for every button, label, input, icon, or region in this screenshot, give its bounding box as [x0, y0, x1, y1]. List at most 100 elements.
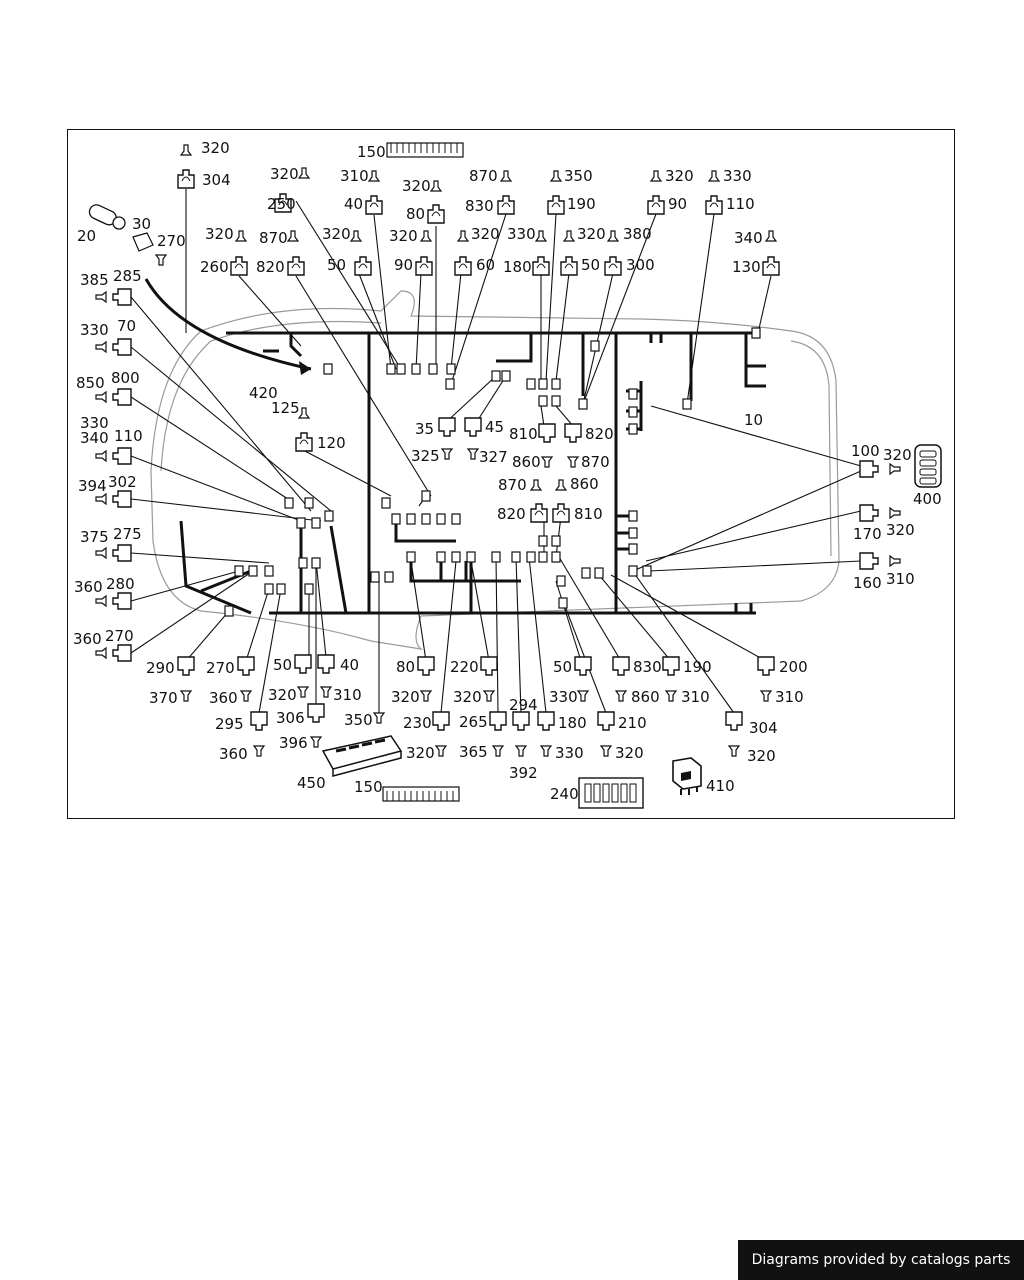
ground-lead-arrow — [144, 278, 312, 371]
label-350: 350 — [344, 711, 373, 729]
label-170: 170 — [853, 525, 882, 543]
label-375: 375 — [80, 528, 109, 546]
wiring-harness-diagram: 150 320 304 20 30 270 320 250 310 40 320… — [73, 139, 942, 809]
label-150-bottom: 150 — [354, 778, 383, 796]
label-360: 360 — [73, 630, 102, 648]
label-310: 310 — [681, 688, 710, 706]
label-870: 870 — [581, 453, 610, 471]
label-275: 275 — [113, 525, 142, 543]
label-70: 70 — [117, 317, 136, 335]
label-830: 830 — [633, 658, 662, 676]
fuse-strip-top-icon — [386, 142, 464, 158]
label-50: 50 — [553, 658, 572, 676]
label-320: 320 — [322, 225, 351, 243]
label-320: 320 — [205, 225, 234, 243]
label-150-top: 150 — [357, 143, 386, 161]
label-820: 820 — [256, 258, 285, 276]
label-320: 320 — [665, 167, 694, 185]
label-450: 450 — [297, 774, 326, 792]
label-110: 110 — [114, 427, 143, 445]
label-180: 180 — [503, 258, 532, 276]
label-380: 380 — [623, 225, 652, 243]
label-810: 810 — [509, 425, 538, 443]
label-40: 40 — [344, 195, 363, 213]
label-396: 396 — [279, 734, 308, 752]
right-connectors — [859, 460, 901, 570]
label-320: 320 — [883, 446, 912, 464]
label-320: 320 — [402, 177, 431, 195]
label-265: 265 — [459, 713, 488, 731]
label-820: 820 — [585, 425, 614, 443]
label-320: 320 — [406, 744, 435, 762]
relay-410-icon — [672, 757, 702, 795]
label-330: 330 — [549, 688, 578, 706]
label-90: 90 — [668, 195, 687, 213]
label-260: 260 — [200, 258, 229, 276]
label-50: 50 — [273, 656, 292, 674]
label-320: 320 — [270, 165, 299, 183]
label-60: 60 — [476, 256, 495, 274]
label-330: 330 — [507, 225, 536, 243]
label-304: 304 — [749, 719, 778, 737]
label-350: 350 — [564, 167, 593, 185]
lighter-20-icon — [88, 204, 167, 266]
label-860: 860 — [631, 688, 660, 706]
label-300: 300 — [626, 256, 655, 274]
label-160: 160 — [853, 574, 882, 592]
label-360: 360 — [219, 745, 248, 763]
label-294: 294 — [509, 696, 538, 714]
label-110: 110 — [726, 195, 755, 213]
label-10: 10 — [744, 411, 763, 429]
label-385: 385 — [80, 271, 109, 289]
label-870: 870 — [498, 476, 527, 494]
label-327: 327 — [479, 448, 508, 466]
vehicle-body-outline — [150, 290, 840, 650]
label-80: 80 — [406, 205, 425, 223]
label-340: 340 — [80, 429, 109, 447]
label-820: 820 — [497, 505, 526, 523]
label-50: 50 — [327, 256, 346, 274]
label-190: 190 — [567, 195, 596, 213]
label-320: 320 — [453, 688, 482, 706]
label-125: 125 — [271, 399, 300, 417]
label-80: 80 — [396, 658, 415, 676]
wiring-diagram-frame: 150 320 304 20 30 270 320 250 310 40 320… — [67, 129, 955, 819]
label-860: 860 — [570, 475, 599, 493]
label-90: 90 — [394, 256, 413, 274]
label-310: 310 — [333, 686, 362, 704]
label-320: 320 — [389, 227, 418, 245]
label-240: 240 — [550, 785, 579, 803]
label-45: 45 — [485, 418, 504, 436]
label-302: 302 — [108, 473, 137, 491]
label-130: 130 — [732, 258, 761, 276]
label-320: 320 — [747, 747, 776, 765]
label-330: 330 — [80, 414, 109, 432]
label-800: 800 — [111, 369, 140, 387]
label-190: 190 — [683, 658, 712, 676]
label-410: 410 — [706, 777, 735, 795]
label-270: 270 — [157, 232, 186, 250]
label-420: 420 — [249, 384, 278, 402]
label-30: 30 — [132, 215, 151, 233]
fuse-strip-bottom-icon — [382, 786, 460, 802]
multi-connector-450-icon — [321, 735, 403, 777]
label-320: 320 — [615, 744, 644, 762]
label-200: 200 — [779, 658, 808, 676]
label-860: 860 — [512, 453, 541, 471]
label-310: 310 — [886, 570, 915, 588]
label-250: 250 — [267, 195, 296, 213]
label-310: 310 — [775, 688, 804, 706]
label-295: 295 — [215, 715, 244, 733]
label-360: 360 — [209, 689, 238, 707]
label-392: 392 — [509, 764, 538, 782]
label-320: 320 — [886, 521, 915, 539]
label-394: 394 — [78, 477, 107, 495]
label-180: 180 — [558, 714, 587, 732]
label-310: 310 — [340, 167, 369, 185]
label-320: 320 — [201, 139, 230, 157]
label-810: 810 — [574, 505, 603, 523]
label-304: 304 — [202, 171, 231, 189]
label-280: 280 — [106, 575, 135, 593]
label-35: 35 — [415, 420, 434, 438]
label-270: 270 — [206, 659, 235, 677]
